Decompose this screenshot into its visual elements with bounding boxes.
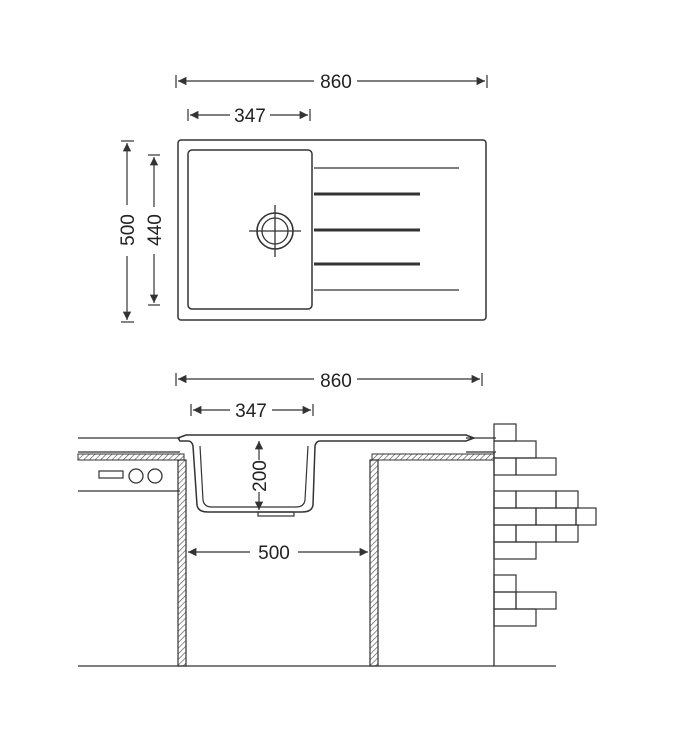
side-bowl-width-label: 347 bbox=[235, 401, 267, 422]
top-width-dimension: 860 bbox=[175, 72, 488, 93]
side-bowl-width-dimension: 347 bbox=[190, 401, 314, 422]
bowl-height-dimension: 200 bbox=[250, 441, 271, 510]
appliance-panel bbox=[78, 468, 180, 492]
top-depth-label: 500 bbox=[118, 214, 139, 246]
cabinet-wall-left bbox=[177, 459, 187, 667]
side-view: 860 347 200 bbox=[77, 371, 597, 667]
cabinet-wall-right bbox=[369, 459, 379, 667]
cabinet-width-dimension: 500 bbox=[188, 543, 368, 564]
top-bowl-width-label: 347 bbox=[234, 106, 266, 127]
top-bowl-width-dimension: 347 bbox=[187, 106, 311, 127]
sink-profile bbox=[176, 434, 477, 517]
brick-wall bbox=[493, 423, 597, 627]
top-view: 860 347 500 440 bbox=[118, 72, 488, 323]
side-width-dimension: 860 bbox=[175, 371, 483, 392]
drain-icon bbox=[249, 205, 301, 257]
appliance-knob bbox=[147, 468, 163, 484]
appliance-display bbox=[98, 470, 124, 479]
drainer-grooves bbox=[314, 167, 459, 291]
side-width-label: 860 bbox=[320, 371, 352, 392]
cabinet-width-label: 500 bbox=[258, 543, 290, 564]
appliance-knob bbox=[128, 468, 144, 484]
top-bowl-depth-label: 440 bbox=[145, 214, 166, 246]
bowl-outline bbox=[187, 149, 313, 310]
top-depth-dimension: 500 bbox=[118, 140, 139, 323]
bowl-height-label: 200 bbox=[250, 460, 271, 492]
top-bowl-depth-dimension: 440 bbox=[145, 154, 166, 306]
countertop bbox=[77, 437, 496, 461]
cabinet-walls bbox=[177, 452, 495, 667]
sink-outline bbox=[177, 139, 487, 321]
top-width-label: 860 bbox=[320, 72, 352, 93]
